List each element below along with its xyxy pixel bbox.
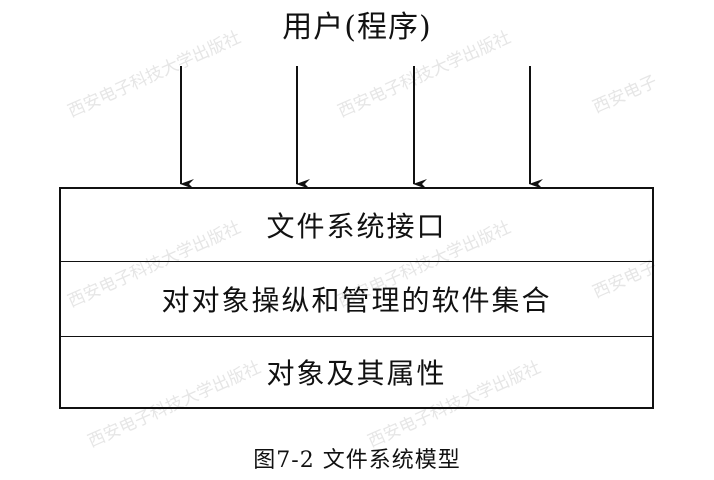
layer-label: 对对象操纵和管理的软件集合 [161, 284, 552, 317]
layer-object-management-software: 对对象操纵和管理的软件集合 [61, 262, 652, 337]
layer-file-system-interface: 文件系统接口 [61, 189, 652, 262]
layer-label: 对象及其属性 [266, 357, 447, 390]
layer-stack: 文件系统接口 对对象操纵和管理的软件集合 对象及其属性 [59, 187, 654, 409]
figure-caption: 图7-2 文件系统模型 [253, 448, 461, 473]
arrow-group [180, 66, 543, 189]
user-program-label: 用户(程序) [282, 10, 432, 45]
layer-label: 文件系统接口 [266, 210, 447, 243]
layer-objects-and-attributes: 对象及其属性 [61, 337, 652, 407]
